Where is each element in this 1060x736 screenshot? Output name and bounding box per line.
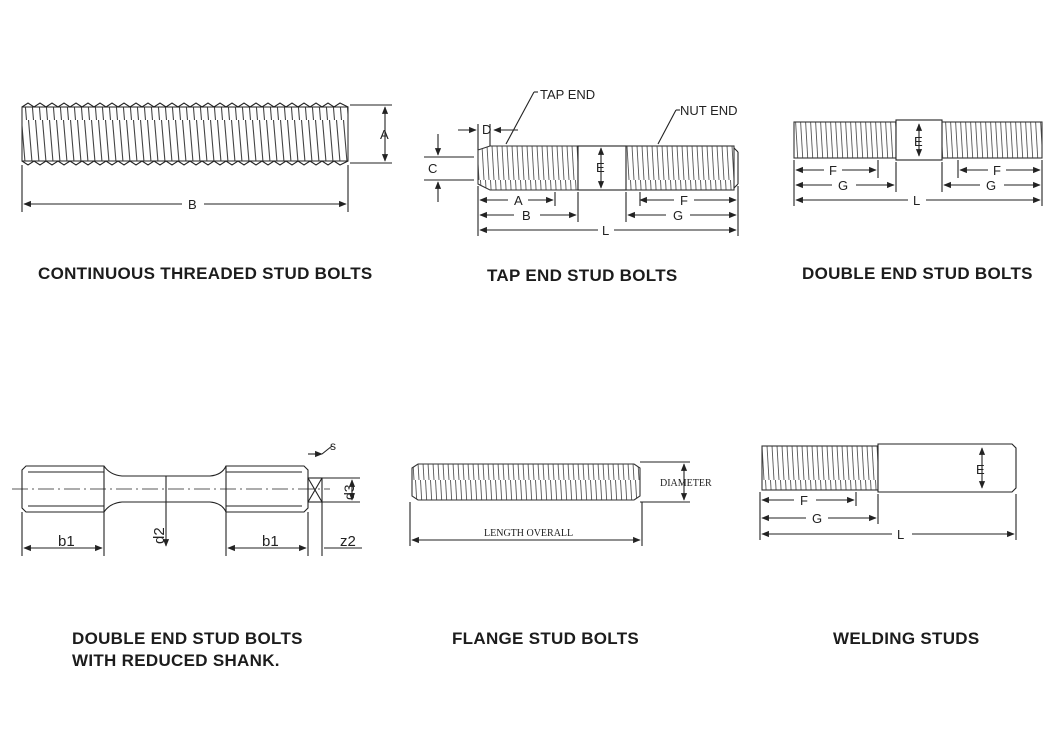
dim-a-label: A <box>380 127 389 142</box>
dim-z2-label: z2 <box>340 533 356 550</box>
dim-s-label: s <box>330 439 336 453</box>
length-overall-label: LENGTH OVERALL <box>484 528 573 539</box>
caption-welding: WELDING STUDS <box>833 629 980 648</box>
dim-a-label: A <box>514 193 523 208</box>
dim-e-label: E <box>596 160 605 175</box>
nut-end-label: NUT END <box>680 103 738 118</box>
dim-b-label: B <box>522 208 531 223</box>
dim-f-label: F <box>993 163 1001 178</box>
caption-tap-end: TAP END STUD BOLTS <box>487 266 678 285</box>
dim-l-label: L <box>602 223 609 238</box>
dim-g-label: G <box>986 178 996 193</box>
dim-f-label: F <box>800 493 808 508</box>
caption-flange: FLANGE STUD BOLTS <box>452 629 640 648</box>
flange-stud-bolt <box>409 461 690 546</box>
dim-l-label: L <box>913 193 920 208</box>
tap-end-label: TAP END <box>540 87 595 102</box>
tap-end-stud-bolt <box>424 91 739 236</box>
dim-b1-label: b1 <box>58 533 75 550</box>
dim-d-label: D <box>482 122 491 137</box>
dim-f-label: F <box>680 193 688 208</box>
diameter-label: DIAMETER <box>660 478 712 489</box>
dim-e-label: E <box>914 134 923 149</box>
dim-l-label: L <box>897 527 904 542</box>
continuous-threaded-stud-bolt <box>21 102 392 212</box>
dim-e-label: E <box>976 462 985 477</box>
dim-g-label: G <box>673 208 683 223</box>
welding-stud <box>759 443 1017 540</box>
caption-continuous-threaded: CONTINUOUS THREADED STUD BOLTS <box>38 264 373 283</box>
reduced-shank-stud-bolt <box>12 445 362 556</box>
dim-c-label: C <box>428 161 437 176</box>
dim-g-label: G <box>838 178 848 193</box>
dim-f-label: F <box>829 163 837 178</box>
dim-b1-label: b1 <box>262 533 279 550</box>
caption-reduced-shank: DOUBLE END STUD BOLTS WITH REDUCED SHANK… <box>72 628 303 672</box>
dim-b-label: B <box>188 197 197 212</box>
caption-line-2: WITH REDUCED SHANK. <box>72 651 280 670</box>
dim-d3-label: d3 <box>341 484 357 500</box>
dim-g-label: G <box>812 511 822 526</box>
caption-line-1: DOUBLE END STUD BOLTS <box>72 629 303 648</box>
double-end-stud-bolt <box>793 119 1043 206</box>
dim-d2-label: d2 <box>151 527 168 544</box>
caption-double-end: DOUBLE END STUD BOLTS <box>802 264 1033 283</box>
